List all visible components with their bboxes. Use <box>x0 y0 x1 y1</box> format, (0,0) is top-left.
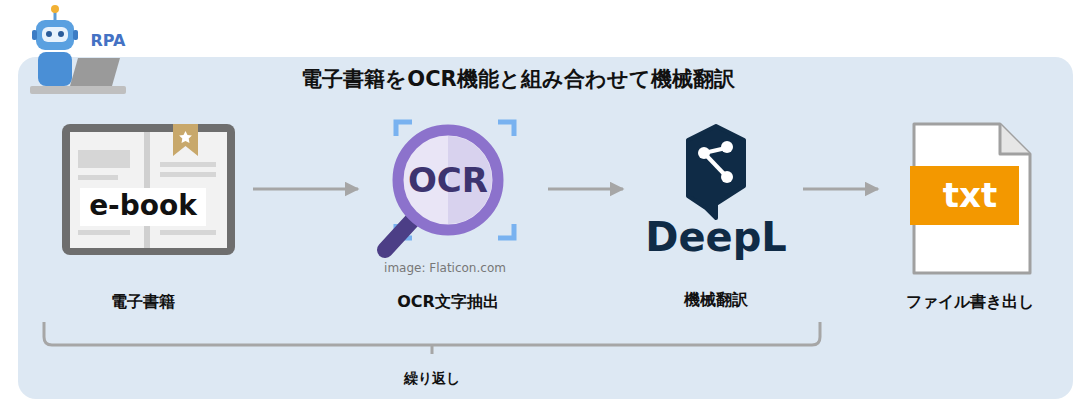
process-step: txt ファイル書き出し <box>880 118 1070 318</box>
diagram-title: 電子書籍をOCR機能と組み合わせて機械翻訳 <box>301 67 734 92</box>
process-panel: 電子書籍をOCR機能と組み合わせて機械翻訳 e-book 電子書籍 OCR OCR文字抽… <box>18 57 1073 399</box>
flow-arrow <box>803 188 878 191</box>
step-label: ファイル書き出し <box>906 292 1034 311</box>
icon-text: DeepL <box>645 213 787 261</box>
flow-arrow <box>548 188 623 191</box>
flow-arrow <box>253 188 358 191</box>
process-step: e-book 電子書籍 <box>55 118 245 318</box>
connector-layer <box>18 57 1073 399</box>
icon-text: txt <box>943 175 997 216</box>
process-step: DeepL 機械翻訳 <box>625 118 795 318</box>
bracket-label: 繰り返し <box>404 370 460 387</box>
icon-text: e-book <box>89 189 197 223</box>
illustration <box>18 57 1073 399</box>
icon-text: OCR <box>408 160 488 201</box>
credit-note: image: Flaticon.com <box>384 261 506 275</box>
tool-label: RPA <box>91 31 126 50</box>
process-step: OCR OCR文字抽出 <box>360 118 540 318</box>
step-label: OCR文字抽出 <box>397 292 499 311</box>
step-label: 機械翻訳 <box>684 290 748 309</box>
step-label: 電子書籍 <box>111 292 175 311</box>
